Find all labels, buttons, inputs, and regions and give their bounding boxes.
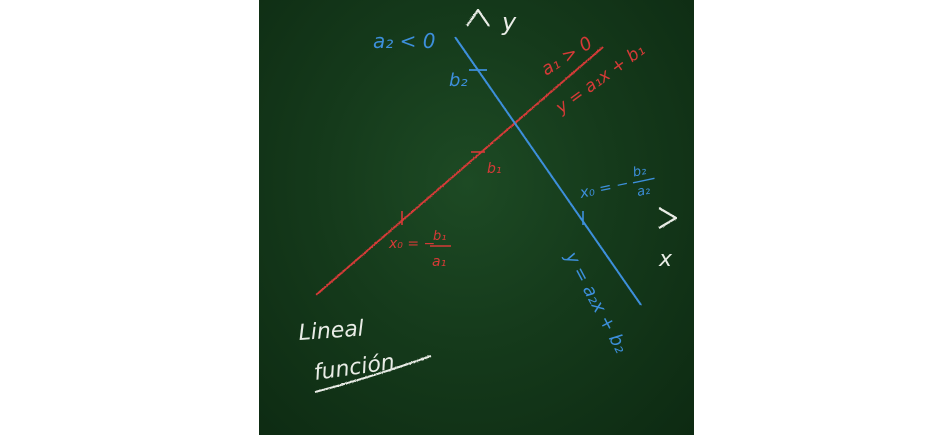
blue-line-decreasing <box>454 36 642 306</box>
red-root-label: x₀ = − b₁ a₁ <box>388 229 451 270</box>
x-axis-label: x <box>658 247 673 272</box>
caption-underline <box>314 355 432 393</box>
red-condition: a₁ > 0 <box>538 33 597 81</box>
blue-intercept-label: b₂ <box>449 70 468 91</box>
blue-root-denominator: a₂ <box>636 183 652 200</box>
red-root-label-left: x₀ = − <box>388 236 435 252</box>
blue-root-fraction-bar <box>632 177 655 184</box>
caption-line1: Lineal <box>298 316 365 346</box>
blue-root-label-left: x₀ = − <box>577 174 630 202</box>
blue-equation: y = a₂x + b₂ <box>560 248 631 357</box>
blue-root-label: x₀ = − b₂ a₂ <box>577 163 655 202</box>
y-axis-arrow-icon <box>466 8 490 27</box>
linear-function-diagram: y x a₂ < 0 b₂ x₀ = − b₂ a₂ y = a₂x + b₂ … <box>271 8 679 428</box>
blue-root-numerator: b₂ <box>631 163 647 180</box>
red-root-numerator: b₁ <box>433 229 446 244</box>
blue-condition: a₂ < 0 <box>373 29 435 53</box>
chalkboard: y x a₂ < 0 b₂ x₀ = − b₂ a₂ y = a₂x + b₂ … <box>259 0 694 435</box>
red-intercept-label: b₁ <box>487 161 502 177</box>
x-axis-arrow-icon <box>658 207 679 229</box>
red-root-denominator: a₁ <box>432 254 446 270</box>
red-line-increasing <box>315 46 604 296</box>
y-axis-label: y <box>501 8 517 36</box>
